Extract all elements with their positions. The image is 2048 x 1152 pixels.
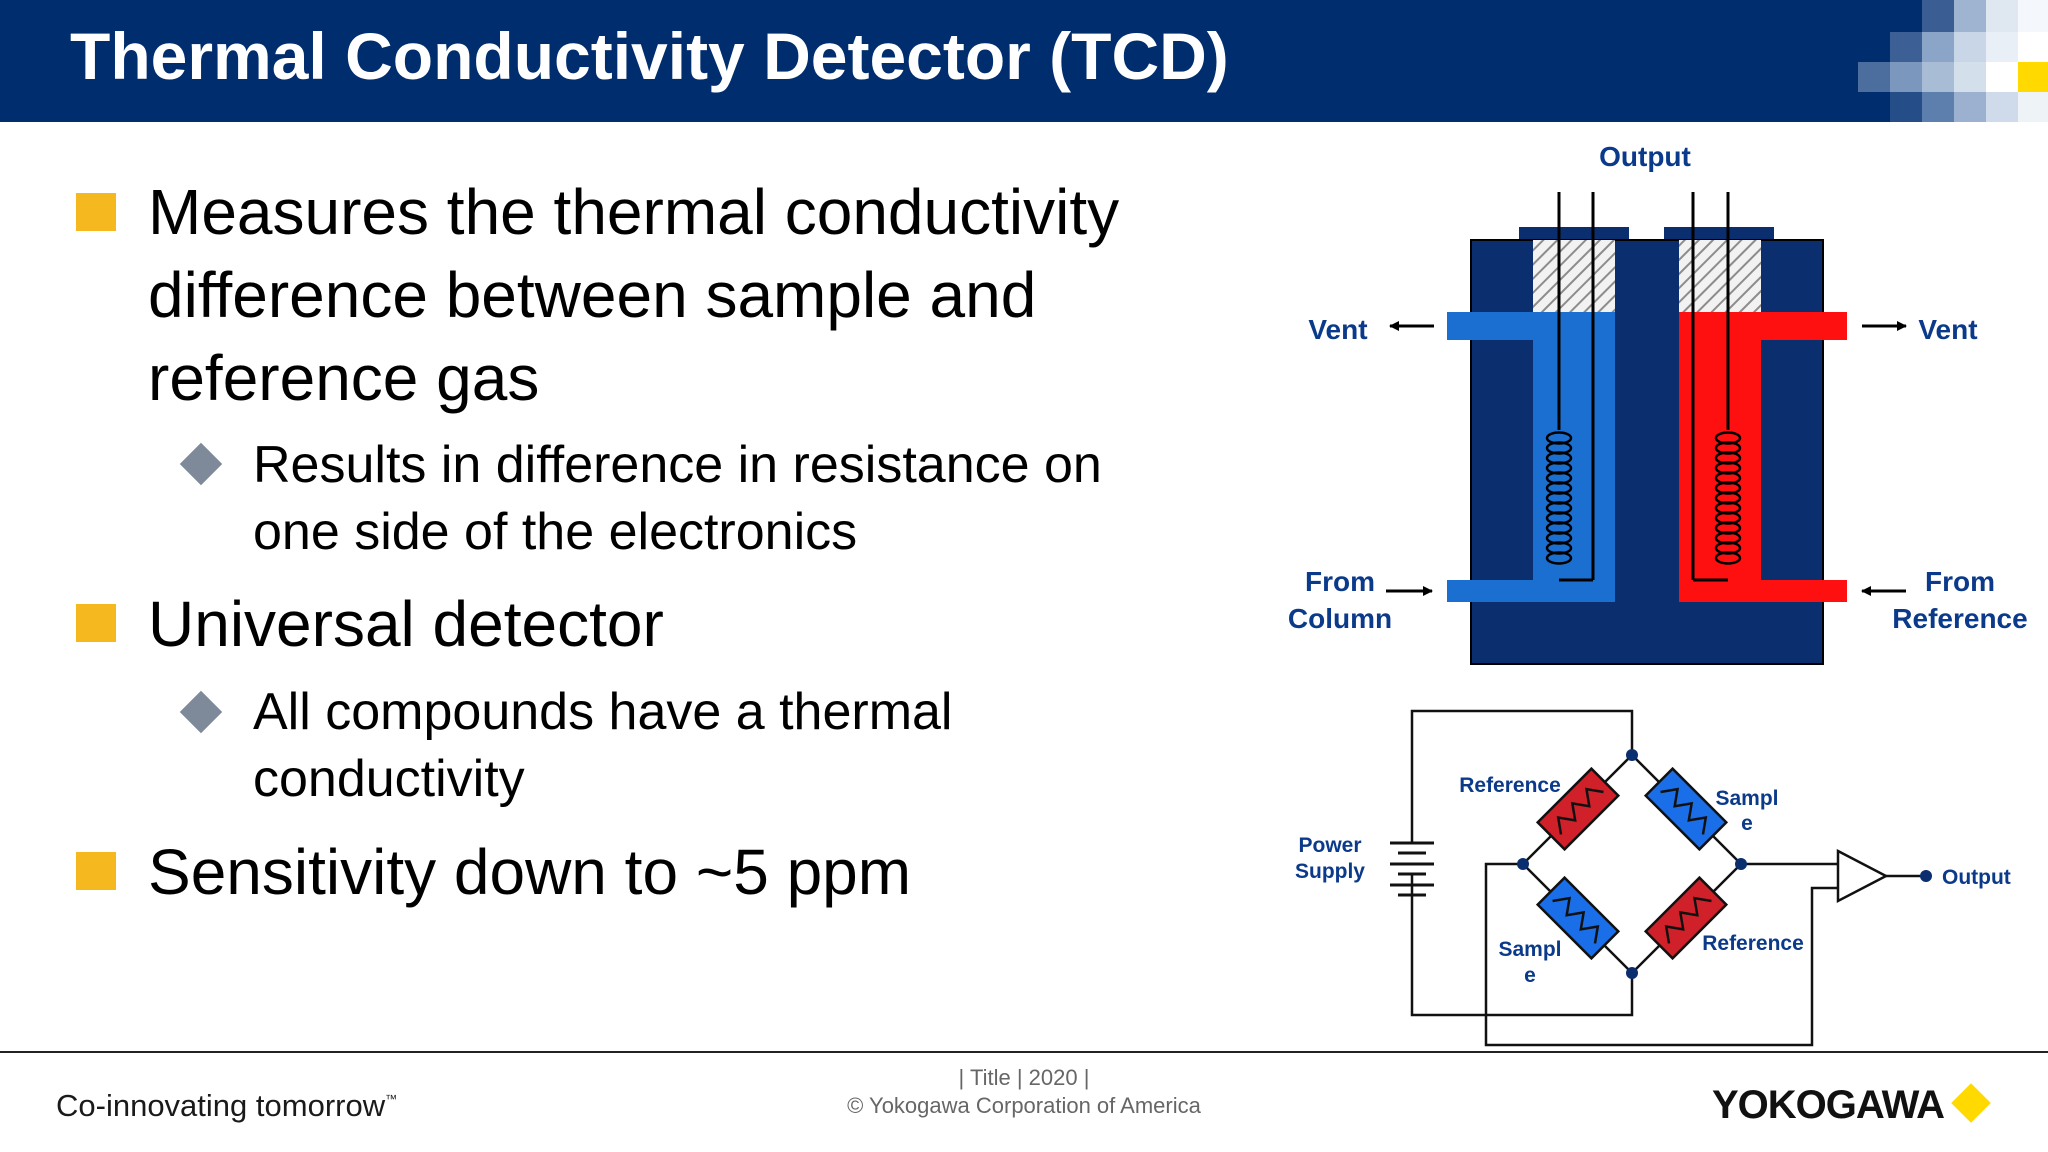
slogan-text: Co-innovating tomorrow	[56, 1088, 386, 1123]
circuit-output-label: Output	[1942, 866, 2011, 889]
detector-output-label: Output	[1599, 141, 1691, 172]
bullet-3-text: Sensitivity down to ~5 ppm	[148, 836, 912, 908]
bridge-circuit	[1410, 709, 1926, 1047]
power-supply-label-1: Power	[1298, 834, 1361, 857]
footer-divider	[0, 1051, 2048, 1053]
yokogawa-logo: YOKOGAWA	[1712, 1083, 1945, 1127]
from-reference-label-1: From	[1925, 566, 1995, 597]
bullet-diamond	[179, 442, 223, 486]
sample-bottom-label-2: e	[1524, 964, 1536, 987]
bullet-square	[76, 852, 116, 890]
sample-top-label-2: e	[1741, 812, 1753, 835]
slide-title: Thermal Conductivity Detector (TCD)	[70, 19, 1229, 93]
reference-top-label: Reference	[1459, 774, 1561, 797]
sample-bottom-label-1: Sampl	[1498, 938, 1561, 961]
sample-filament-coil	[1545, 431, 1573, 565]
bridge-nodes	[1517, 749, 1932, 979]
pixel-mosaic-decoration	[1858, 0, 2048, 122]
from-column-label-1: From	[1305, 566, 1375, 597]
sample-resistor-top	[1643, 766, 1729, 852]
coil-loop	[1714, 551, 1742, 565]
bullet-1-text: Measures the thermal conductivity differ…	[148, 176, 1120, 414]
bullet-square	[76, 193, 116, 231]
vent-left-label: Vent	[1308, 314, 1367, 345]
copyright-line: © Yokogawa Corporation of America	[847, 1093, 1201, 1118]
bullet-1-sub-text: Results in difference in resistance on o…	[253, 436, 1102, 561]
bullet-square	[76, 604, 116, 642]
coil-loop	[1545, 551, 1573, 565]
footer-center: | Title | 2020 | © Yokogawa Corporation …	[0, 1064, 2048, 1120]
reference-resistor-bottom	[1643, 875, 1729, 961]
battery-icon	[1390, 841, 1434, 897]
sample-resistor-bottom	[1535, 875, 1621, 961]
reference-filament-coil	[1714, 431, 1742, 565]
vent-right-label: Vent	[1918, 314, 1977, 345]
detector-cell	[1447, 192, 1847, 665]
title-bar: Thermal Conductivity Detector (TCD)	[0, 0, 2048, 122]
from-reference-label-2: Reference	[1892, 603, 2027, 634]
sample-top-label-1: Sampl	[1715, 787, 1778, 810]
trademark: ™	[385, 1092, 398, 1106]
reference-bottom-label: Reference	[1702, 932, 1804, 955]
slogan: Co-innovating tomorrow™	[56, 1088, 397, 1124]
power-supply-label-2: Supply	[1295, 860, 1365, 883]
reference-resistor-top	[1535, 766, 1621, 852]
from-column-label-2: Column	[1288, 603, 1392, 634]
bullet-2-text: Universal detector	[148, 588, 664, 660]
footer-title-line: | Title | 2020 |	[958, 1065, 1090, 1090]
bullet-2-sub-text: All compounds have a thermal conductivit…	[253, 683, 953, 808]
bullet-diamond	[179, 690, 223, 734]
tcd-diagram: Output Vent Vent From Column From Refere…	[1288, 141, 2028, 1047]
